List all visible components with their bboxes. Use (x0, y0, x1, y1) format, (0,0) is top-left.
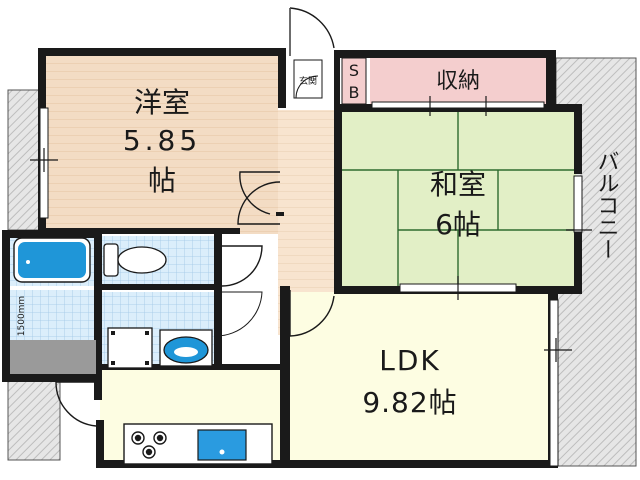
ldk-size: 9.82帖 (362, 386, 457, 419)
western-room-floor (46, 56, 278, 234)
western-room-size: 5.85 (123, 124, 201, 157)
sb-storage (341, 57, 367, 105)
sb-label-s: S (349, 61, 359, 80)
storage-label: 収納 (436, 69, 480, 94)
kitchen-sink (197, 429, 247, 461)
bath-dimension: 1500mm (17, 296, 27, 336)
bathtub-water (18, 242, 86, 278)
japanese-room-name: 和室 (430, 168, 486, 201)
stove (131, 431, 167, 459)
doors (55, 7, 335, 427)
toilet (103, 243, 167, 277)
entrance-box-label: 玄関 (299, 75, 317, 87)
door-frame-markers (276, 212, 284, 216)
window-ticks (30, 96, 592, 362)
wash-basin-inner (174, 347, 198, 357)
ldk-floor (288, 292, 556, 464)
western-room-name: 洋室 (134, 86, 190, 119)
sink-drain (219, 449, 225, 455)
balcony-label: バルコニー (594, 150, 619, 260)
washing-machine-corners (111, 331, 149, 365)
sb-label-b: B (349, 83, 360, 102)
storage-floor (370, 58, 548, 104)
tatami-lines (340, 108, 576, 288)
bath-panel (10, 340, 96, 374)
ldk-name: LDK (379, 344, 441, 377)
western-room-unit: 帖 (148, 164, 176, 197)
washing-machine-pan (107, 327, 153, 369)
bathtub-drain (26, 260, 30, 264)
entrance-box (293, 59, 323, 99)
japanese-room-size: 6帖 (435, 208, 481, 241)
bath-lower-area (8, 290, 98, 340)
entrance-box-swing (295, 75, 319, 99)
